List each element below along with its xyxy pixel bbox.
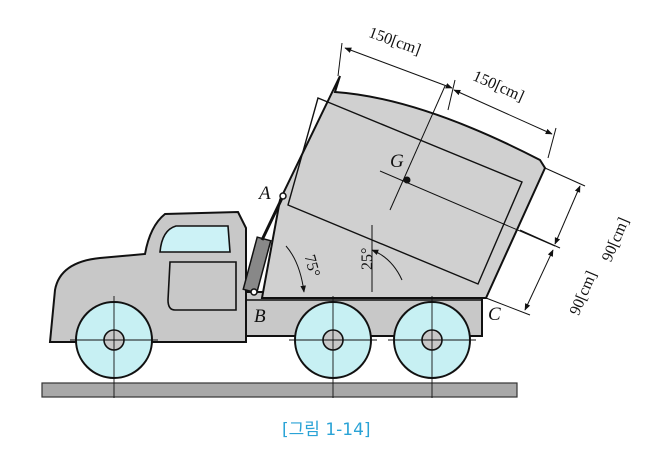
centroid-construction xyxy=(379,85,556,247)
wheel-centerlines xyxy=(70,296,476,398)
figure-caption: [그림 1-14] xyxy=(282,420,371,440)
angle-markers xyxy=(285,225,403,293)
dim-label-length-right: 150[cm] xyxy=(470,68,526,106)
dump-bed-inner xyxy=(287,97,523,285)
hydraulic-cylinder xyxy=(242,192,287,296)
label-g: G xyxy=(390,151,404,172)
cab-door xyxy=(167,261,237,311)
ground xyxy=(41,382,518,398)
dimension-lines-right xyxy=(485,167,586,316)
angle-label-25: 25° xyxy=(359,248,376,270)
dim-label-length-left: 150[cm] xyxy=(366,24,423,59)
centroid-g xyxy=(403,176,411,184)
cab-window xyxy=(159,225,231,253)
label-b: B xyxy=(254,306,266,327)
dim-label-height-upper: 90[cm] xyxy=(599,215,633,264)
angle-label-75: 75° xyxy=(301,253,323,279)
dimension-lines-top xyxy=(337,42,557,159)
dim-label-height-lower: 90[cm] xyxy=(567,269,601,318)
label-c: C xyxy=(488,304,501,325)
label-a: A xyxy=(257,183,271,204)
